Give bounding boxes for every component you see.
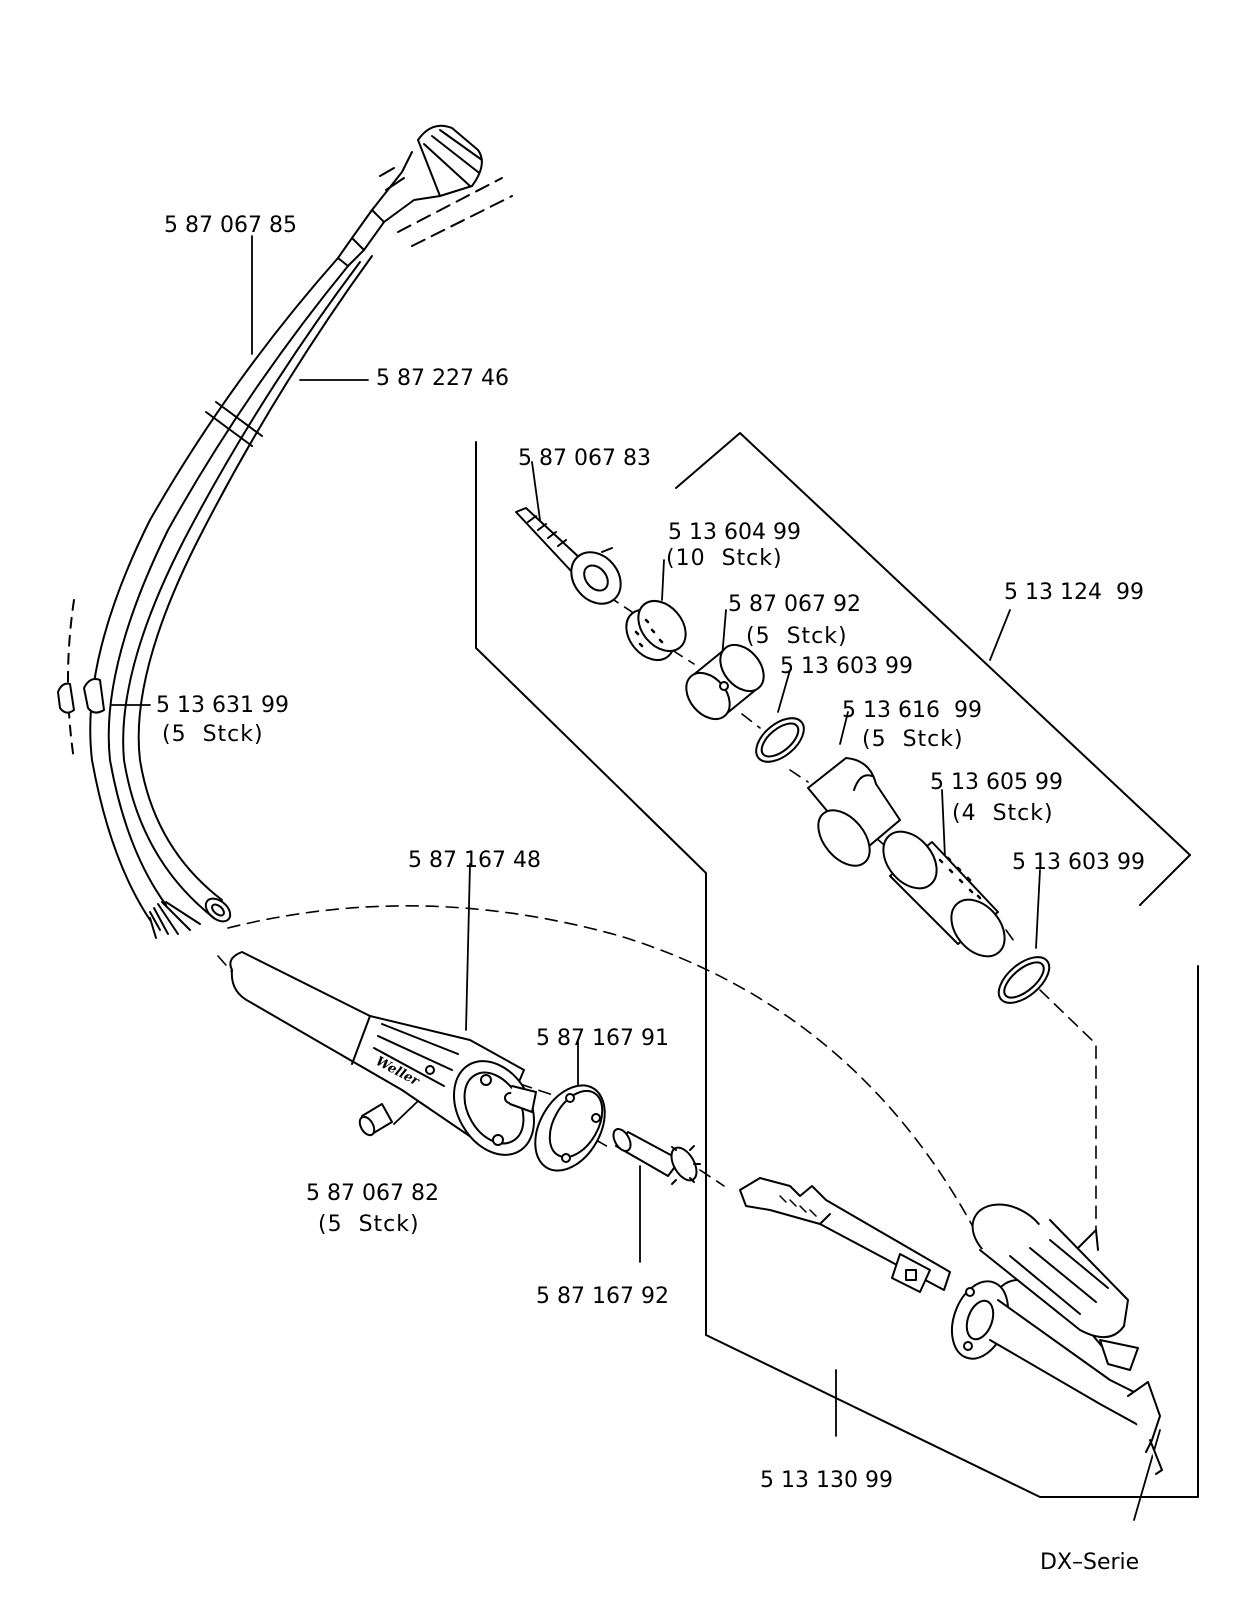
- cable-wire-strands: [149, 901, 201, 939]
- label-kit: 5 13 124 99: [1004, 580, 1144, 605]
- heating-element: [739, 1177, 951, 1293]
- sleeve: [685, 643, 765, 721]
- cable-tube-end: [204, 897, 232, 923]
- assembly-arrow: [1075, 1229, 1099, 1251]
- grub-screw: [358, 1103, 393, 1137]
- tip-screw: [515, 507, 622, 605]
- label-seal-ring-a: 5 13 603 99: [780, 654, 913, 679]
- cable-main: [89, 177, 513, 921]
- label-cable-tube: 5 87 227 46: [376, 366, 509, 391]
- seal-ring-b: [997, 956, 1051, 1004]
- label-sleeve-qty: (5 Stck): [746, 624, 848, 649]
- cable-dashed-break: [67, 599, 75, 761]
- label-filter-pad-qty: (10 Stck): [666, 546, 783, 571]
- label-nut-ring: 5 87 167 91: [536, 1026, 669, 1051]
- label-bent-sleeve-qty: (5 Stck): [862, 727, 964, 752]
- seal-ring-a: [755, 717, 805, 763]
- heater-tube: [612, 1128, 701, 1185]
- cable-clip: [57, 678, 105, 714]
- dx-gun-body: [950, 1203, 1163, 1475]
- label-bent-sleeve: 5 13 616 99: [842, 698, 982, 723]
- label-cable-main: 5 87 067 85: [164, 213, 297, 238]
- nut-ring: [534, 1084, 606, 1172]
- kit-bracket-outline: [675, 432, 1191, 906]
- bent-sleeve: [807, 757, 901, 867]
- cable-connector: [337, 124, 483, 267]
- label-assembly: 5 13 130 99: [760, 1468, 893, 1493]
- mesh-sleeve: [882, 830, 1006, 958]
- label-grub-screw-qty: (5 Stck): [318, 1212, 420, 1237]
- handle: [229, 951, 537, 1156]
- label-mesh-sleeve-qty: (4 Stck): [952, 801, 1054, 826]
- label-filter-pad: 5 13 604 99: [668, 520, 801, 545]
- label-mesh-sleeve: 5 13 605 99: [930, 770, 1063, 795]
- label-handle: 5 87 167 48: [408, 848, 541, 873]
- label-clip-qty: (5 Stck): [162, 722, 264, 747]
- kit-frame-outline: [475, 441, 1199, 1498]
- label-heater-tube: 5 87 167 92: [536, 1284, 669, 1309]
- label-sleeve: 5 87 067 92: [728, 592, 861, 617]
- label-series: DX–Serie: [1040, 1550, 1140, 1575]
- filter-pad: [625, 599, 687, 662]
- label-tip-screw: 5 87 067 83: [518, 446, 651, 471]
- label-seal-ring-b: 5 13 603 99: [1012, 850, 1145, 875]
- label-clip: 5 13 631 99: [156, 693, 289, 718]
- label-grub-screw: 5 87 067 82: [306, 1181, 439, 1206]
